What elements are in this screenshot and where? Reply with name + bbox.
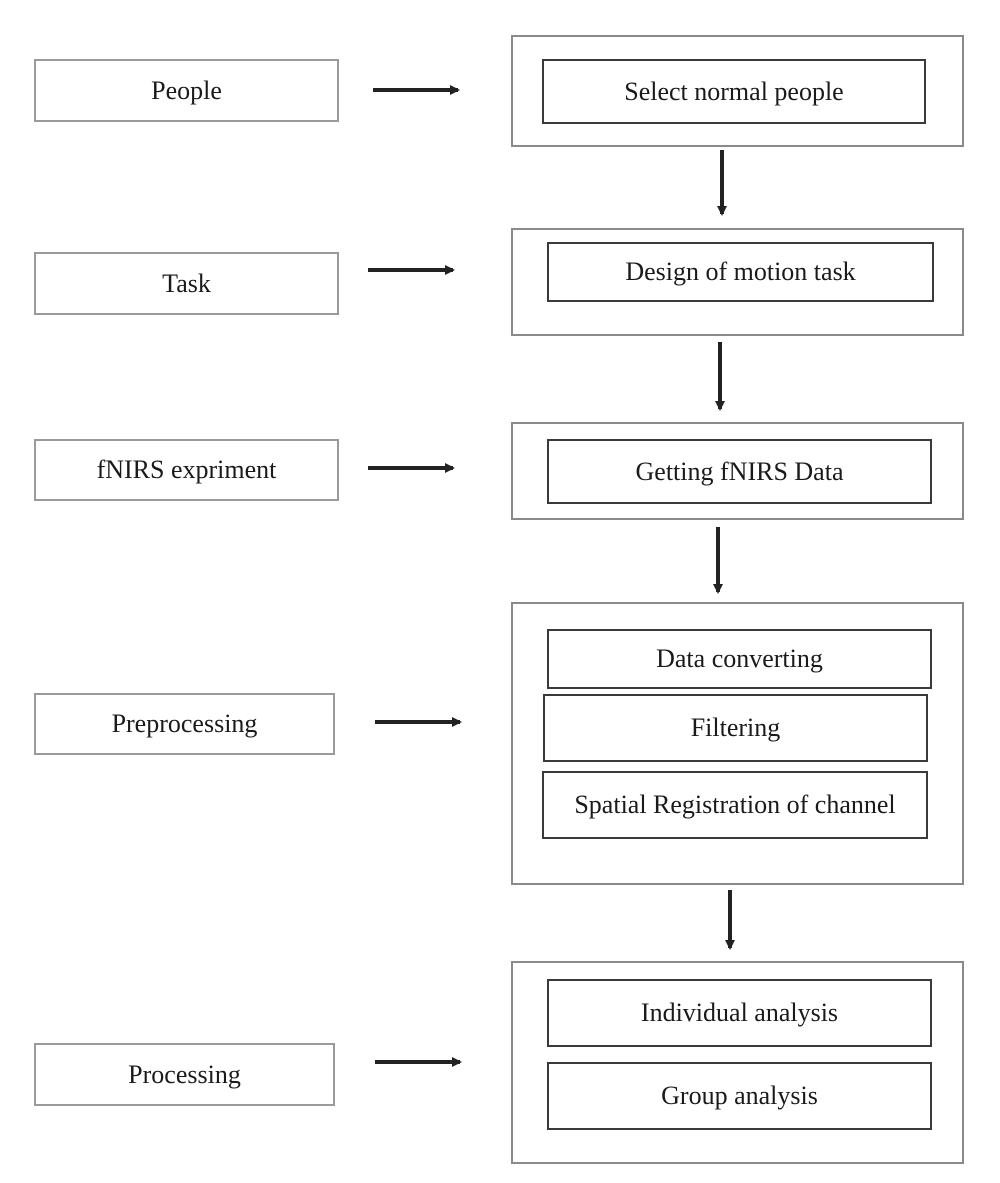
step-filtering: Filtering (543, 694, 928, 762)
step-getting-fnirs-data: Getting fNIRS Data (547, 439, 932, 504)
step-spatial-registration: Spatial Registration of channel (542, 771, 928, 839)
step-select-normal-people: Select normal people (542, 59, 926, 124)
step-data-converting: Data converting (547, 629, 932, 689)
stage-label-processing: Processing (34, 1043, 335, 1106)
stage-label-task: Task (34, 252, 339, 315)
stage-label-preprocessing: Preprocessing (34, 693, 335, 755)
step-individual-analysis: Individual analysis (547, 979, 932, 1047)
step-group-analysis: Group analysis (547, 1062, 932, 1130)
stage-label-people: People (34, 59, 339, 122)
step-design-motion-task: Design of motion task (547, 242, 934, 302)
stage-label-fnirs-experiment: fNIRS expriment (34, 439, 339, 501)
